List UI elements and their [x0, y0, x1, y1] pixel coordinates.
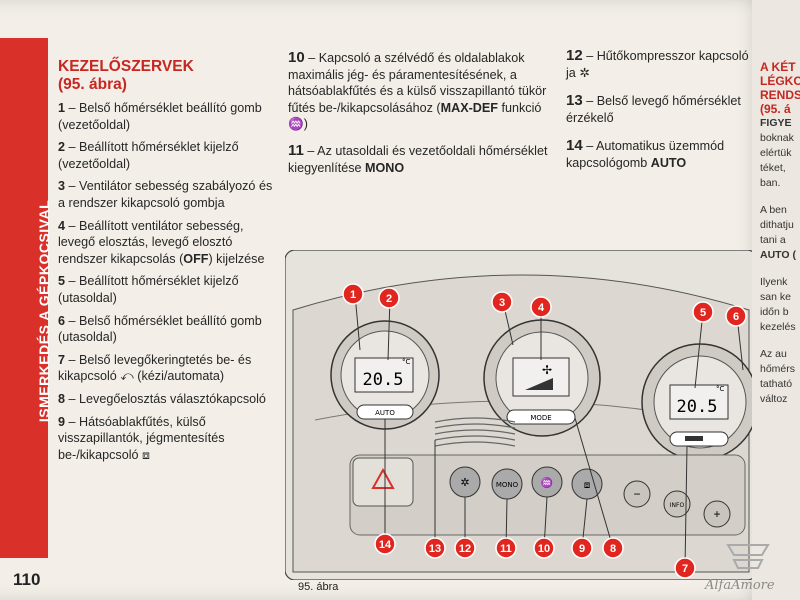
callout-12: 12 [459, 543, 471, 555]
list-item: 10 – Kapcsoló a szélvédő és oldalablakok… [288, 49, 547, 132]
callout-8: 8 [610, 543, 616, 555]
right-page-text: A KÉT LÉGKO RENDS (95. á FIGYE boknak el… [760, 60, 800, 405]
list-item: 8 – Levegőelosztás választókapcsoló [58, 391, 266, 406]
right-temp-display: 20.5 [677, 397, 718, 417]
max-def-button: ♒ [541, 476, 553, 489]
callout-5: 5 [700, 307, 706, 319]
watermark-logo-icon [726, 544, 770, 569]
list-item: 14 – Automatikus üzemmód kapcsológomb AU… [566, 137, 725, 170]
list-item: 9 – Hátsóablakfűtés, külső visszapillant… [58, 414, 225, 462]
svg-text:°C: °C [716, 385, 725, 393]
climate-panel-figure: 20.5 °C AUTO ✢ MODE 20.5 °C [285, 250, 757, 580]
callout-7: 7 [682, 563, 688, 575]
air-vent [434, 417, 516, 447]
controls-list-column: KEZELŐSZERVEK (95. ábra) 1 – Belső hőmér… [58, 58, 280, 469]
controls-list-column-3: 12 – Hűtőkompresszor kapcsoló ja ✲ 13 – … [566, 47, 761, 184]
page-number: 110 [13, 570, 41, 589]
callout-10: 10 [538, 543, 550, 555]
list-item: 7 – Belső levegőkeringtetés be- és kikap… [58, 352, 252, 384]
fan-speed-knob: ✢ MODE [483, 319, 601, 437]
side-title: ISMERKEDÉS A GÉPKOCSIVAL [36, 199, 52, 423]
rear-defrost-button: ⧈ [584, 480, 590, 491]
mode-button-label: MODE [530, 414, 551, 422]
button-row: ✲ MONO ♒ ⧈ − INFO + [449, 466, 731, 528]
list-item: 3 – Ventilátor sebesség szabályozó és a … [58, 179, 273, 210]
recirculation-icon: ⤺ [120, 369, 134, 384]
watermark-text: AlfaAmore [705, 578, 775, 593]
rear-defrost-icon: ⧈ [142, 447, 151, 462]
hazard-icon [371, 467, 395, 489]
list-item: 11 – Az utasoldali és vezetőoldali hőmér… [288, 141, 548, 175]
svg-text:+: + [713, 507, 720, 521]
left-temp-display: 20.5 [363, 370, 404, 390]
svg-text:−: − [633, 487, 640, 501]
ac-snowflake-button: ✲ [460, 477, 469, 489]
left-temperature-knob: 20.5 °C AUTO [330, 320, 440, 430]
callout-1: 1 [350, 289, 356, 301]
mono-button-label: MONO [496, 481, 519, 489]
windshield-defrost-icon: ♒ [288, 117, 304, 132]
list-item: 13 – Belső levegő hőmérséklet érzékelő [566, 92, 741, 125]
list-item: 5 – Beállított hőmérséklet kijelző (utas… [58, 274, 239, 305]
callout-14: 14 [379, 539, 392, 551]
figure-caption: 95. ábra [298, 581, 339, 593]
callout-9: 9 [579, 543, 585, 555]
callout-6: 6 [733, 311, 739, 323]
callout-13: 13 [429, 543, 441, 555]
controls-list-column-2: 10 – Kapcsoló a szélvédő és oldalablakok… [288, 49, 548, 182]
callout-4: 4 [538, 302, 545, 314]
callout-3: 3 [499, 297, 505, 309]
right-page-edge [752, 0, 800, 600]
manual-page: ISMERKEDÉS A GÉPKOCSIVAL 110 KEZELŐSZERV… [0, 0, 770, 600]
svg-text:°C: °C [402, 358, 411, 366]
list-item: 1 – Belső hőmérséklet beállító gomb (vez… [58, 101, 262, 132]
list-item: 2 – Beállított hőmérséklet kijelző (veze… [58, 140, 239, 171]
side-tab: ISMERKEDÉS A GÉPKOCSIVAL [0, 38, 52, 558]
callout-11: 11 [500, 543, 512, 555]
fan-icon: ✢ [542, 363, 552, 377]
list-item: 12 – Hűtőkompresszor kapcsoló ja ✲ [566, 47, 749, 80]
callout-2: 2 [386, 293, 392, 305]
list-item: 6 – Belső hőmérséklet beállító gomb (uta… [58, 313, 262, 345]
list-item: 4 – Beállított ventilátor sebesség, leve… [58, 218, 265, 266]
section-heading: KEZELŐSZERVEK (95. ábra) [58, 58, 194, 93]
snowflake-icon: ✲ [579, 65, 590, 80]
svg-text:INFO: INFO [670, 502, 685, 509]
auto-button-label: AUTO [375, 409, 395, 417]
right-temperature-knob: 20.5 °C [641, 343, 757, 461]
